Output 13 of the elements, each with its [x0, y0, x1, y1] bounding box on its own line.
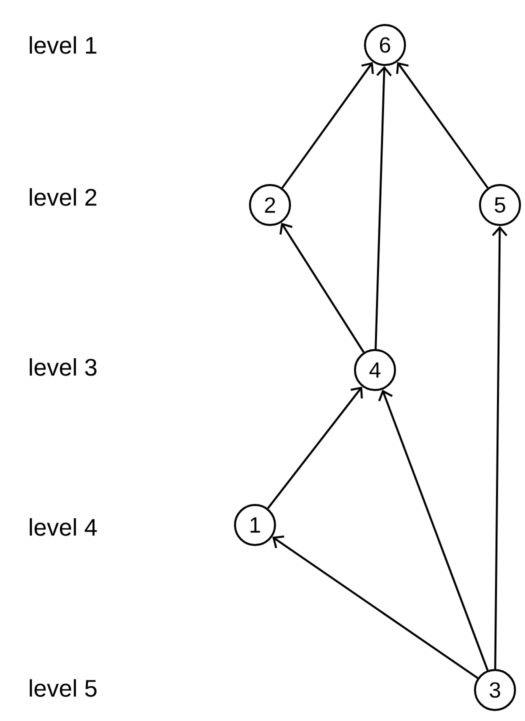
arrow: [279, 222, 365, 353]
level-label: level 1: [30, 36, 96, 54]
level-label: level 4: [30, 518, 97, 536]
arrow: [492, 226, 508, 670]
arrow: [396, 62, 489, 189]
arrow: [378, 390, 489, 671]
level-label: level 5: [30, 679, 97, 697]
arrow: [374, 66, 392, 350]
arrow: [267, 386, 363, 510]
arrow: [281, 62, 374, 189]
level-label: level 2: [30, 188, 96, 206]
level-label: level 3: [30, 358, 96, 376]
arrow: [272, 536, 478, 679]
